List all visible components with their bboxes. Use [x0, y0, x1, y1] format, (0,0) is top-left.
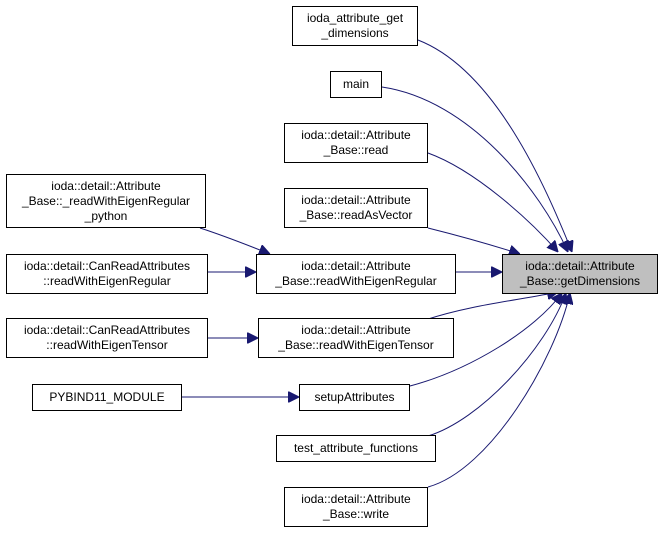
node-line: ioda::detail::CanReadAttributes — [23, 323, 191, 337]
node-line: PYBIND11_MODULE — [49, 390, 165, 404]
node-attribute-base-read[interactable]: ioda::detail::Attribute _Base::read — [284, 123, 428, 163]
edge-setup-to-focus — [409, 293, 562, 387]
edge-get-dims-to-focus — [417, 39, 572, 252]
node-line: ioda_attribute_get — [306, 11, 404, 25]
node-setupattributes[interactable]: setupAttributes — [299, 384, 410, 411]
node-attribute-base-readwitheigenregular-python[interactable]: ioda::detail::Attribute _Base::_readWith… — [6, 174, 206, 228]
node-line: _Base::write — [322, 507, 390, 521]
node-get-dimensions: ioda::detail::Attribute _Base::getDimens… — [502, 254, 658, 294]
node-ioda-attribute-get-dimensions[interactable]: ioda_attribute_get _dimensions — [292, 6, 418, 46]
node-line: _Base::readWithEigenTensor — [278, 338, 434, 352]
node-canreadattributes-readwitheigenregular[interactable]: ioda::detail::CanReadAttributes ::readWi… — [6, 254, 208, 294]
edge-test-to-focus — [427, 293, 566, 437]
node-line: _dimensions — [321, 26, 389, 40]
node-line: test_attribute_functions — [293, 441, 419, 455]
node-line: _Base::readWithEigenRegular — [275, 274, 437, 288]
node-line: ioda::detail::Attribute — [301, 323, 411, 337]
node-line: _Base::read — [323, 143, 389, 157]
edge-rwet-to-focus — [424, 292, 558, 321]
node-canreadattributes-readwitheigentensor[interactable]: ioda::detail::CanReadAttributes ::readWi… — [6, 318, 208, 358]
node-line: ioda::detail::Attribute — [301, 492, 411, 506]
edge-read-to-focus — [427, 152, 558, 252]
edge-write-to-focus — [427, 293, 570, 488]
node-line: ioda::detail::Attribute — [301, 259, 411, 273]
node-get-dimensions-line-1: ioda::detail::Attribute — [525, 259, 635, 273]
node-line: ioda::detail::Attribute — [51, 178, 161, 193]
node-line: _Base::_readWithEigenRegular — [21, 193, 191, 208]
node-line: ioda::detail::Attribute — [301, 193, 411, 207]
node-pybind11-module[interactable]: PYBIND11_MODULE — [32, 384, 182, 411]
node-line: ioda::detail::CanReadAttributes — [23, 259, 191, 273]
node-attribute-base-readwitheigenregular[interactable]: ioda::detail::Attribute _Base::readWithE… — [256, 254, 456, 294]
edge-py-to-rwer — [199, 227, 270, 254]
node-line: _python — [84, 208, 128, 223]
node-line: ::readWithEigenTensor — [46, 338, 168, 352]
node-attribute-base-readwitheigentensor[interactable]: ioda::detail::Attribute _Base::readWithE… — [258, 318, 454, 358]
node-line: main — [342, 77, 369, 91]
edge-main-to-focus — [381, 86, 568, 252]
node-main[interactable]: main — [330, 71, 382, 98]
edge-readasvector-to-focus — [427, 227, 520, 254]
node-get-dimensions-line-2: _Base::getDimensions — [519, 274, 641, 288]
node-line: ioda::detail::Attribute — [301, 128, 411, 142]
node-line: _Base::readAsVector — [299, 208, 413, 222]
node-test-attribute-functions[interactable]: test_attribute_functions — [276, 435, 436, 462]
node-line: ::readWithEigenRegular — [43, 274, 171, 288]
node-attribute-base-write[interactable]: ioda::detail::Attribute _Base::write — [284, 487, 428, 527]
node-attribute-base-readasvector[interactable]: ioda::detail::Attribute _Base::readAsVec… — [284, 188, 428, 228]
node-line: setupAttributes — [314, 390, 395, 404]
